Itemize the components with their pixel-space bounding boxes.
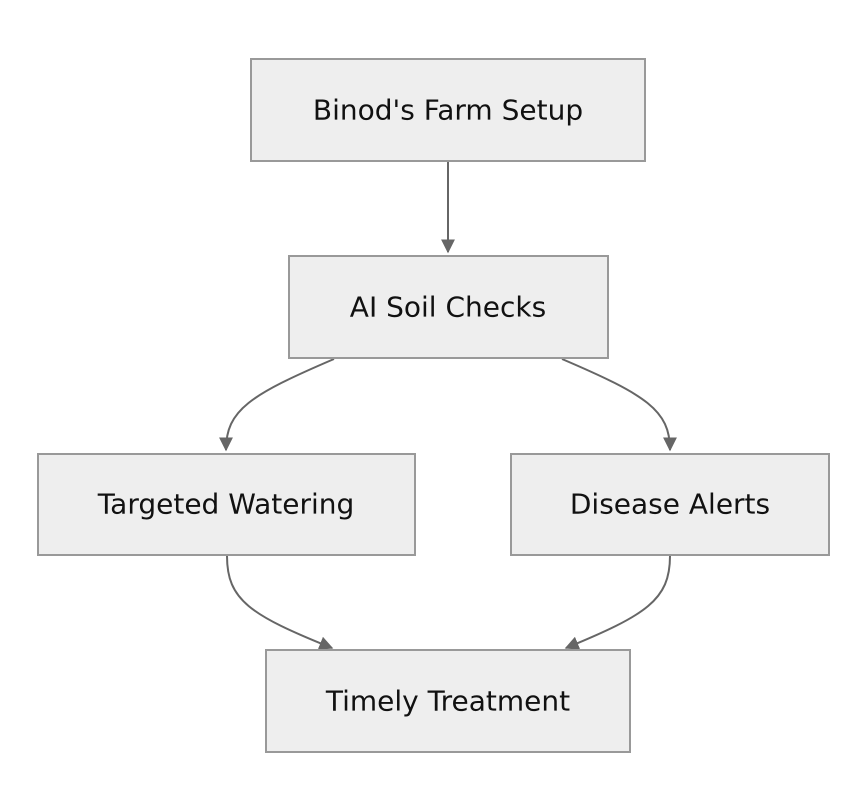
edge-soil-checks-to-disease-alerts xyxy=(561,358,677,452)
node-soil-checks-label: AI Soil Checks xyxy=(350,291,546,324)
node-targeted-watering-label: Targeted Watering xyxy=(97,488,355,521)
node-targeted-watering[interactable]: Targeted Watering xyxy=(37,453,416,556)
node-disease-alerts-label: Disease Alerts xyxy=(570,488,770,521)
node-timely-treatment-label: Timely Treatment xyxy=(325,685,570,718)
edge-targeted-watering-to-timely-treatment xyxy=(226,555,334,650)
node-farm-setup-label: Binod's Farm Setup xyxy=(313,94,583,127)
node-disease-alerts[interactable]: Disease Alerts xyxy=(510,453,830,556)
edge-soil-checks-to-targeted-watering xyxy=(219,358,335,452)
node-soil-checks[interactable]: AI Soil Checks xyxy=(288,255,609,359)
node-timely-treatment[interactable]: Timely Treatment xyxy=(265,649,631,753)
node-farm-setup[interactable]: Binod's Farm Setup xyxy=(250,58,646,162)
edges xyxy=(219,162,677,650)
edge-disease-alerts-to-timely-treatment xyxy=(564,555,671,650)
